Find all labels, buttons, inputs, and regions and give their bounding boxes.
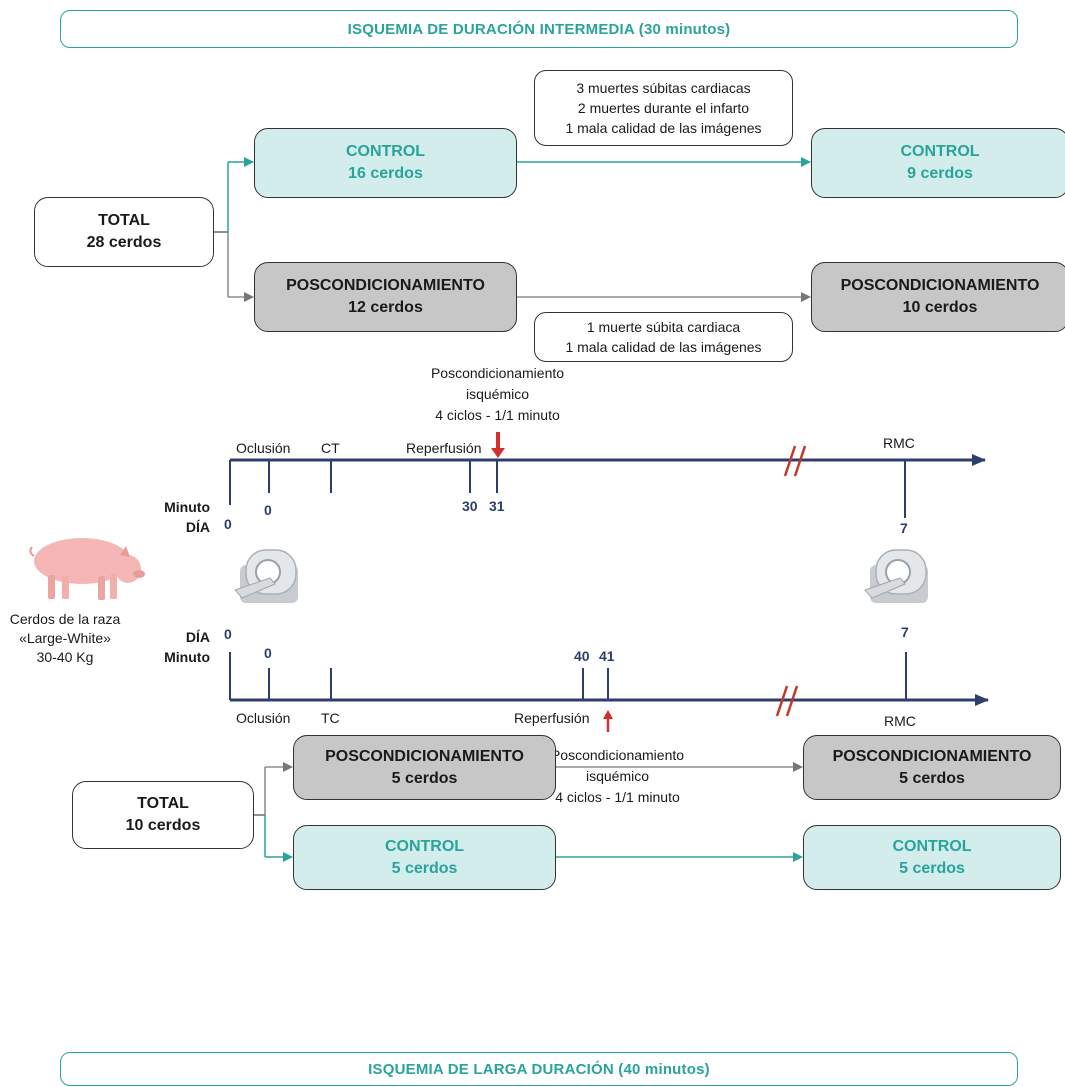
top-axis-labels: Minuto DÍA [150, 498, 210, 537]
bottom-control-start-count: 5 cerdos [391, 859, 458, 877]
bottom-postconditioning-label: Poscondicionamiento isquémico 4 ciclos -… [520, 745, 715, 808]
bottom-tick-day-7: 7 [901, 624, 909, 640]
bottom-control-start-title: CONTROL [384, 837, 465, 855]
bottom-rmc-label: RMC [884, 713, 916, 729]
bottom-occlusion-label: Oclusión [236, 710, 291, 726]
bottom-reperfusion-label: Reperfusión [514, 710, 590, 726]
mri-scanner-icon-right [864, 549, 928, 603]
pig-caption-line: 30-40 Kg [36, 648, 94, 665]
axis-label-day: DÍA [185, 518, 210, 535]
top-control-start-count: 16 cerdos [348, 165, 423, 182]
bottom-total-count: 10 cerdos [125, 817, 201, 834]
bottom-post-start-count: 5 cerdos [391, 769, 458, 787]
bottom-total-box: TOTAL 10 cerdos [72, 781, 254, 849]
pig-caption: Cerdos de la raza «Large-White» 30-40 Kg [0, 610, 130, 667]
pig-caption-line: «Large-White» [19, 629, 111, 646]
bottom-post-start-box: POSCONDICIONAMIENTO 5 cerdos [293, 735, 556, 800]
post-label-line: 4 ciclos - 1/1 minuto [555, 789, 680, 805]
bottom-control-end-count: 5 cerdos [899, 859, 965, 877]
top-post-losses-note: 1 muerte súbita cardiaca 1 mala calidad … [534, 312, 793, 362]
top-tick-minute-30: 30 [462, 498, 478, 514]
top-control-end-count: 9 cerdos [907, 165, 973, 182]
pig-caption-line: Cerdos de la raza [9, 611, 121, 627]
post-label-line: Poscondicionamiento [550, 747, 685, 763]
top-postconditioning-label: Poscondicionamiento isquémico 4 ciclos -… [400, 363, 595, 426]
bottom-post-start-title: POSCONDICIONAMIENTO [325, 747, 524, 765]
top-control-end-box: CONTROL 9 cerdos [811, 128, 1065, 198]
top-tick-minute-0: 0 [264, 502, 272, 518]
post-loss-line: 1 muerte súbita cardiaca [586, 318, 741, 335]
pig-illustration [29, 538, 145, 600]
bottom-tc-label: TC [321, 710, 340, 726]
bottom-post-end-title: POSCONDICIONAMIENTO [832, 747, 1032, 765]
bottom-tick-minute-41: 41 [599, 648, 615, 664]
bottom-tick-minute-40: 40 [574, 648, 590, 664]
axis-label-minute: Minuto [164, 648, 210, 665]
top-total-title: TOTAL [98, 212, 150, 230]
bottom-tick-minute-0: 0 [264, 645, 272, 661]
bottom-tick-day-0: 0 [224, 626, 232, 642]
axis-label-day: DÍA [185, 629, 210, 645]
post-label-line: Poscondicionamiento [430, 365, 565, 381]
top-rmc-label: RMC [883, 435, 915, 451]
post-label-line: 4 ciclos - 1/1 minuto [435, 407, 560, 423]
top-banner: ISQUEMIA DE DURACIÓN INTERMEDIA (30 minu… [60, 10, 1018, 48]
bottom-control-end-title: CONTROL [892, 837, 972, 855]
post-label-line: isquémico [465, 386, 530, 402]
top-tick-day-7: 7 [900, 520, 908, 536]
top-control-start-title: CONTROL [345, 143, 426, 161]
post-loss-line: 1 mala calidad de las imágenes [565, 339, 762, 355]
top-control-start-box: CONTROL 16 cerdos [254, 128, 517, 198]
bottom-timeline-axis [229, 652, 989, 732]
top-occlusion-label: Oclusión [236, 440, 291, 456]
top-flow-connectors [214, 157, 811, 302]
control-loss-line: 2 muertes durante el infarto [577, 99, 750, 116]
bottom-post-end-count: 5 cerdos [899, 769, 965, 787]
top-banner-label: ISQUEMIA DE DURACIÓN INTERMEDIA (30 minu… [347, 20, 731, 38]
top-ct-label: CT [321, 440, 340, 456]
top-timeline-axis [229, 432, 986, 518]
control-loss-line: 3 muertes súbitas cardiacas [576, 79, 751, 96]
bottom-control-start-box: CONTROL 5 cerdos [293, 825, 556, 890]
top-post-end-count: 10 cerdos [902, 299, 978, 316]
bottom-total-title: TOTAL [137, 795, 189, 813]
top-control-end-title: CONTROL [900, 143, 980, 161]
top-post-end-title: POSCONDICIONAMIENTO [840, 277, 1040, 295]
top-control-losses-note: 3 muertes súbitas cardiacas 2 muertes du… [534, 70, 793, 146]
top-reperfusion-label: Reperfusión [406, 440, 482, 456]
top-post-end-box: POSCONDICIONAMIENTO 10 cerdos [811, 262, 1065, 332]
axis-label-minute: Minuto [164, 499, 210, 515]
bottom-banner-label: ISQUEMIA DE LARGA DURACIÓN (40 minutos) [368, 1060, 710, 1078]
top-post-start-count: 12 cerdos [348, 299, 423, 316]
post-label-line: isquémico [585, 768, 650, 784]
bottom-post-end-box: POSCONDICIONAMIENTO 5 cerdos [803, 735, 1061, 800]
bottom-axis-labels: DÍA Minuto [150, 628, 210, 667]
top-total-box: TOTAL 28 cerdos [34, 197, 214, 267]
mri-scanner-icon-left [234, 549, 298, 603]
top-total-count: 28 cerdos [86, 234, 162, 251]
top-post-start-box: POSCONDICIONAMIENTO 12 cerdos [254, 262, 517, 332]
control-loss-line: 1 mala calidad de las imágenes [565, 120, 762, 137]
bottom-control-end-box: CONTROL 5 cerdos [803, 825, 1061, 890]
top-tick-day-0: 0 [224, 516, 232, 532]
bottom-flow-connectors [254, 762, 803, 862]
bottom-banner: ISQUEMIA DE LARGA DURACIÓN (40 minutos) [60, 1052, 1018, 1086]
top-tick-minute-31: 31 [489, 498, 505, 514]
top-post-start-title: POSCONDICIONAMIENTO [286, 277, 485, 295]
